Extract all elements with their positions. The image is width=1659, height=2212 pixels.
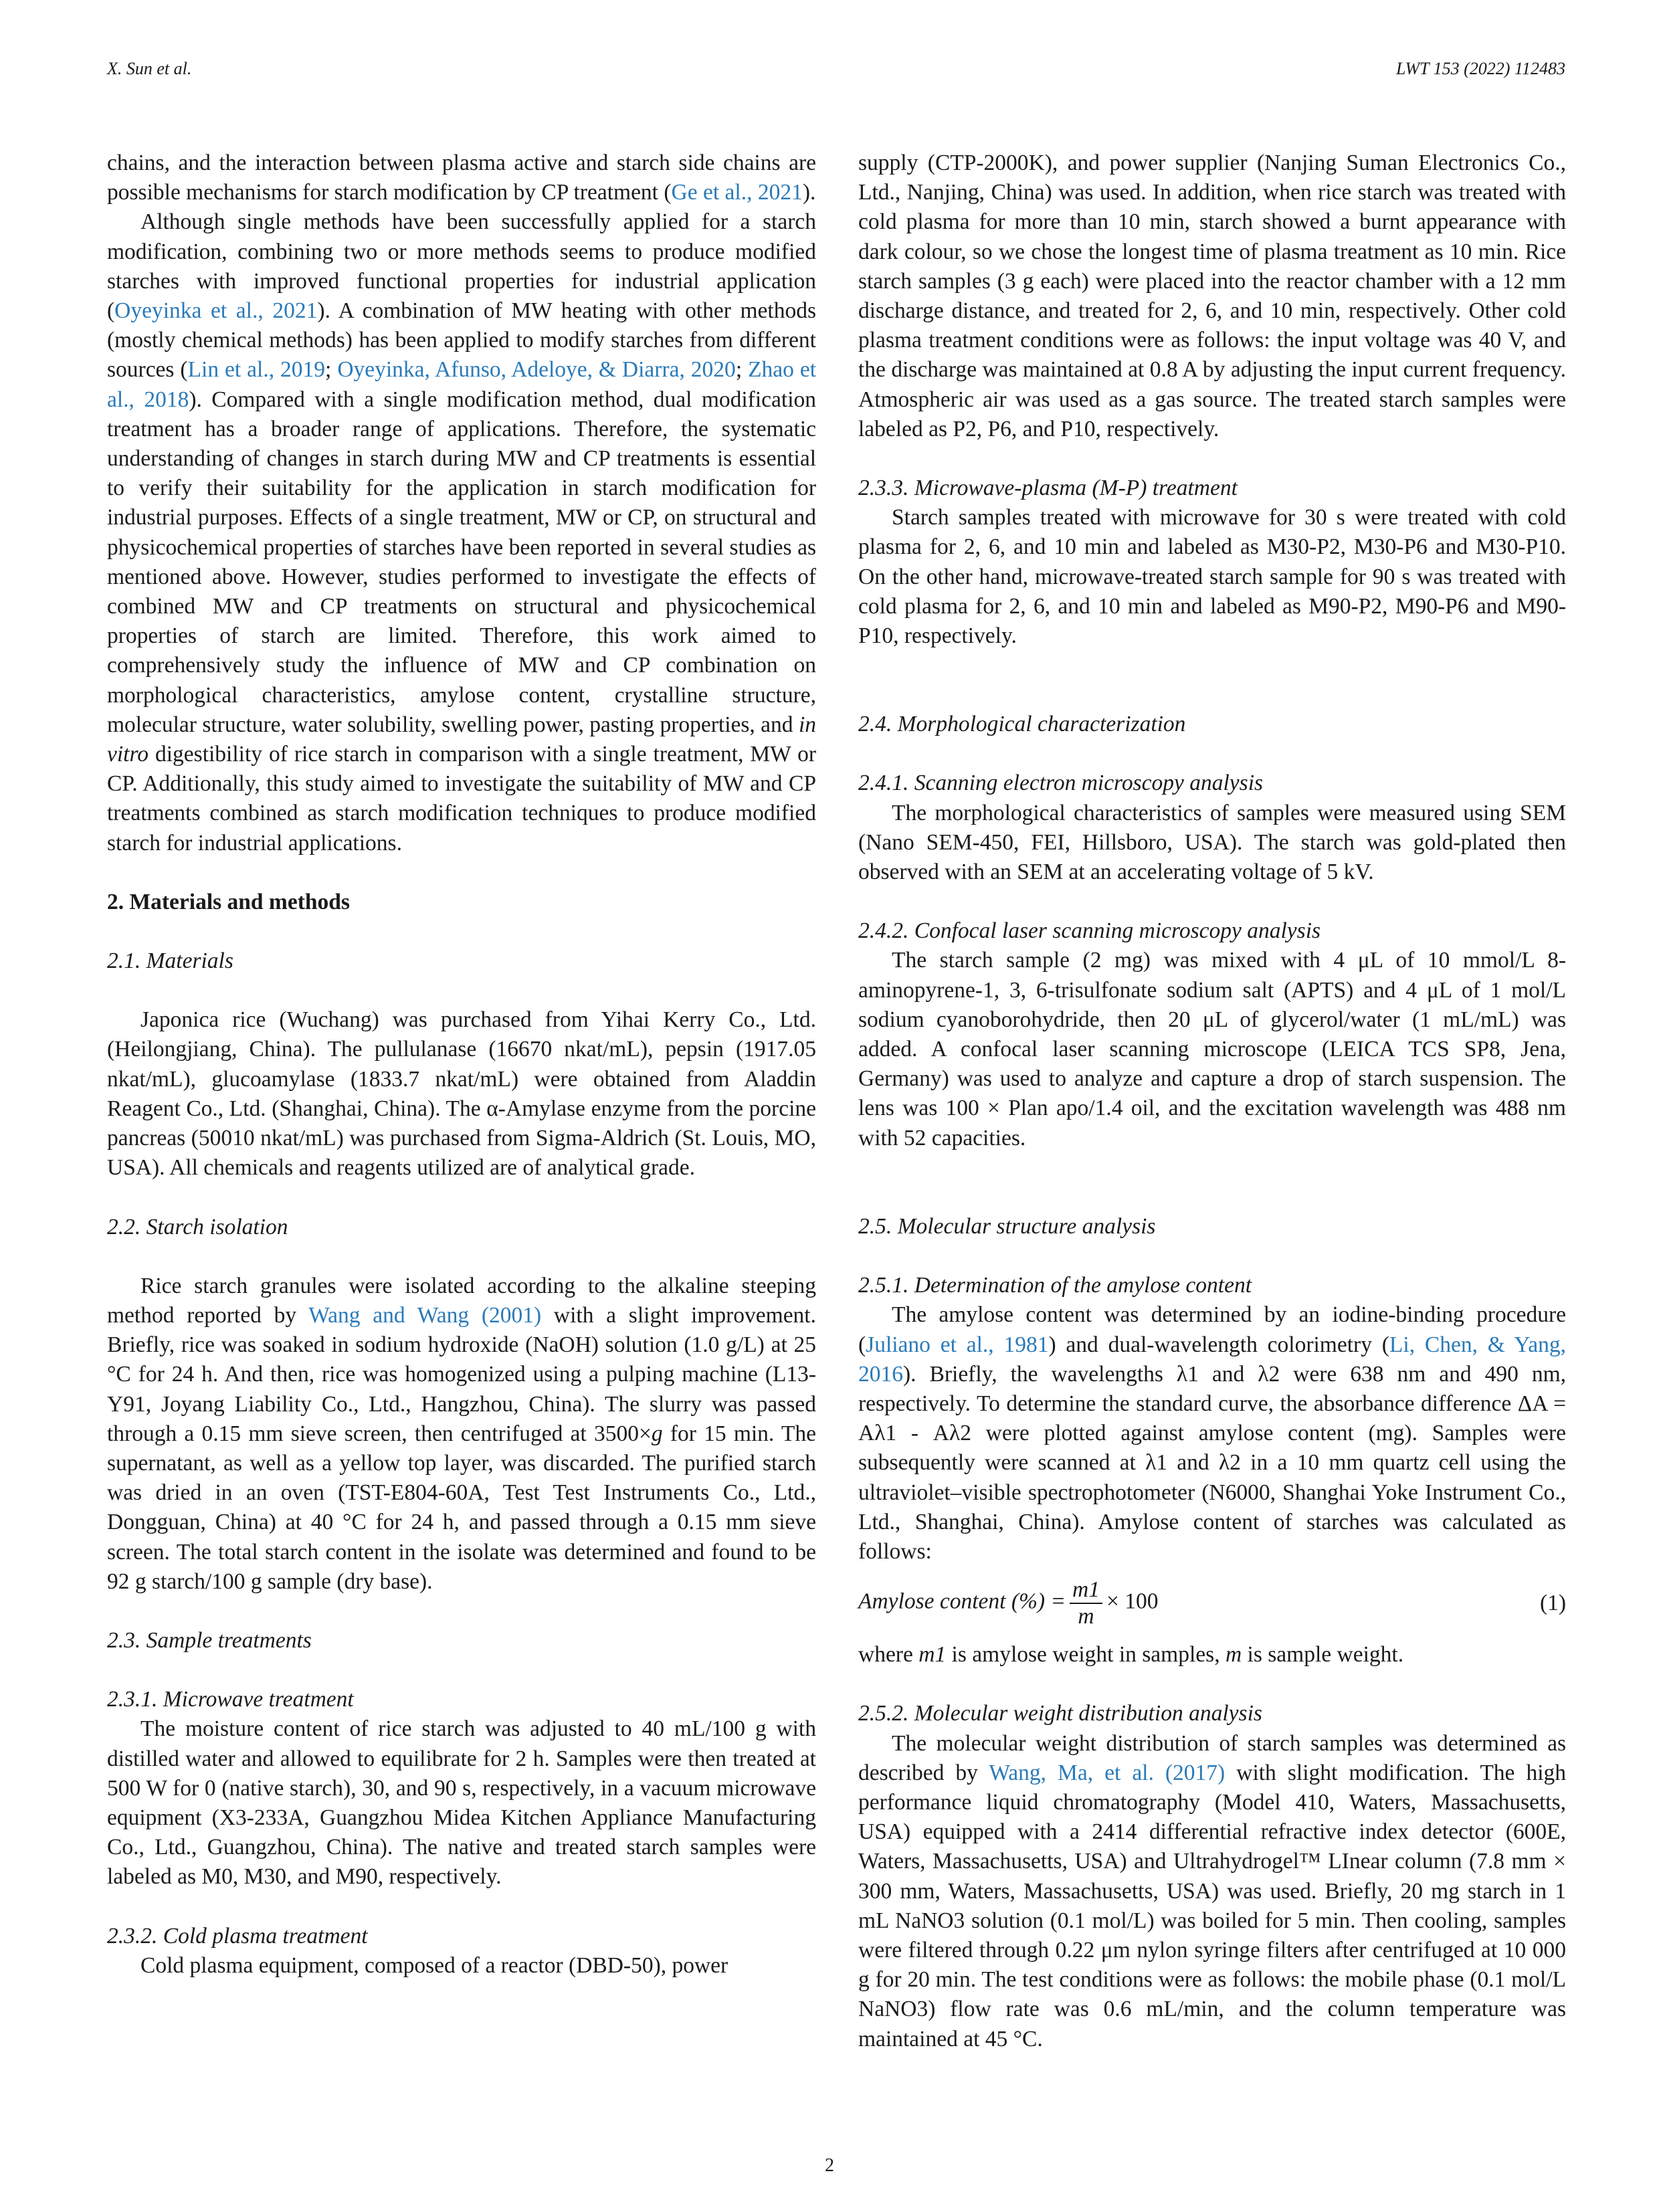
right-column: supply (CTP-2000K), and power supplier (… — [858, 148, 1566, 2054]
paragraph-intro-end: chains, and the interaction between plas… — [107, 150, 816, 205]
subsubsection-heading-microwave: 2.3.1. Microwave treatment — [107, 1687, 354, 1712]
section-heading-methods: 2. Materials and methods — [107, 889, 350, 914]
paragraph-where: where m1 is amylose weight in samples, m… — [858, 1642, 1404, 1668]
equation-denominator: m — [1078, 1604, 1094, 1629]
paragraph-plasma-start: Cold plasma equipment, composed of a rea… — [140, 1952, 728, 1978]
subsection-heading-morphology: 2.4. Morphological characterization — [858, 712, 1186, 737]
paragraph-plasma-continued: supply (CTP-2000K), and power supplier (… — [858, 150, 1566, 441]
left-column: chains, and the interaction between plas… — [107, 148, 816, 1981]
citation-link[interactable]: Juliano et al., 1981 — [866, 1332, 1049, 1357]
subsubsection-heading-mw: 2.5.2. Molecular weight distribution ana… — [858, 1701, 1262, 1726]
citation-link[interactable]: Wang, Ma, et al. (2017) — [989, 1760, 1226, 1785]
citation-link[interactable]: Ge et al., 2021 — [671, 180, 803, 205]
paragraph-clsm: The starch sample (2 mg) was mixed with … — [858, 948, 1566, 1150]
paragraph-mw: The molecular weight distribution of sta… — [858, 1730, 1566, 2051]
equation-numerator: m1 — [1070, 1577, 1102, 1605]
subsubsection-heading-amylose: 2.5.1. Determination of the amylose cont… — [858, 1273, 1252, 1298]
subsection-heading-isolation: 2.2. Starch isolation — [107, 1214, 288, 1239]
subsection-heading-treatments: 2.3. Sample treatments — [107, 1627, 312, 1653]
paragraph-amylose: The amylose content was determined by an… — [858, 1302, 1566, 1564]
citation-link[interactable]: Zhao et al., 2018 — [107, 357, 817, 412]
paragraph-mp: Starch samples treated with microwave fo… — [858, 505, 1566, 649]
citation-link[interactable]: Oyeyinka, Afunso, Adeloye, & Diarra, 202… — [337, 357, 736, 383]
citation-link[interactable]: Li, Chen, & Yang, 2016 — [858, 1332, 1566, 1387]
citation-link[interactable]: Wang and Wang (2001) — [308, 1302, 542, 1328]
subsection-heading-materials: 2.1. Materials — [107, 948, 233, 974]
citation-link[interactable]: Lin et al., 2019 — [187, 357, 326, 383]
paragraph-microwave: The moisture content of rice starch was … — [107, 1716, 816, 1890]
subsubsection-heading-plasma: 2.3.2. Cold plasma treatment — [107, 1923, 368, 1948]
subsubsection-heading-clsm: 2.4.2. Confocal laser scanning microscop… — [858, 918, 1321, 944]
page-number: 2 — [825, 2155, 834, 2176]
paragraph-intro-aims: Although single methods have been succes… — [107, 209, 817, 856]
paragraph-materials: Japonica rice (Wuchang) was purchased fr… — [107, 1007, 816, 1181]
equation-number: (1) — [1539, 1591, 1566, 1616]
subsubsection-heading-sem: 2.4.1. Scanning electron microscopy anal… — [858, 771, 1264, 796]
subsubsection-heading-mp: 2.3.3. Microwave-plasma (M-P) treatment — [858, 476, 1238, 501]
paragraph-sem: The morphological characteristics of sam… — [858, 800, 1566, 885]
citation-link[interactable]: Oyeyinka et al., 2021 — [114, 298, 318, 324]
running-header-journal: LWT 153 (2022) 112483 — [1395, 59, 1565, 78]
running-header-authors: X. Sun et al. — [107, 59, 192, 78]
subsection-heading-molecular: 2.5. Molecular structure analysis — [858, 1213, 1156, 1239]
paragraph-isolation: Rice starch granules were isolated accor… — [107, 1273, 817, 1594]
